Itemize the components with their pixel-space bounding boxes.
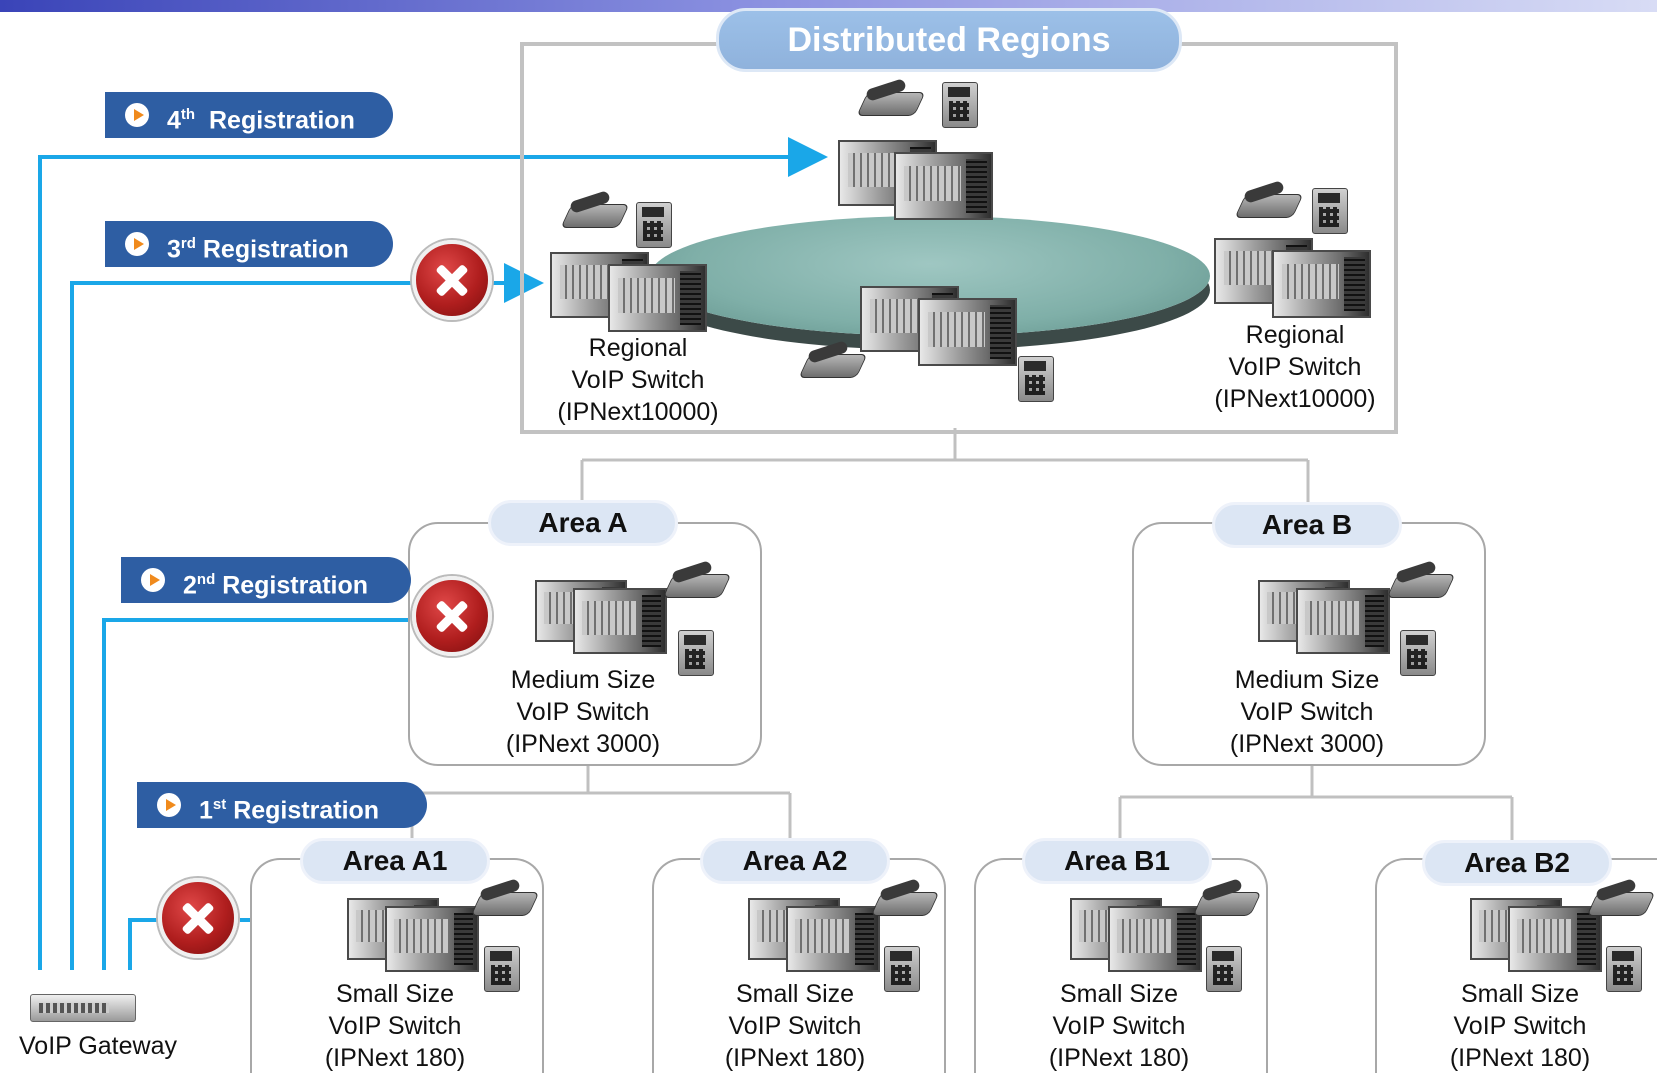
registration-4-tag: 4th Registration <box>105 92 393 138</box>
phone-icon <box>662 560 732 600</box>
area-b-title: Area B <box>1212 502 1402 548</box>
desk-phone-icon <box>678 630 714 676</box>
phone-icon <box>470 878 540 918</box>
switch-area-b-icon <box>1258 580 1408 680</box>
desk-phone-icon <box>1606 946 1642 992</box>
registration-1-tag: 1st Registration <box>137 782 427 828</box>
phone-icon <box>1586 878 1656 918</box>
desk-phone-icon <box>942 82 978 128</box>
switch-regional-center-icon <box>860 286 1017 386</box>
switch-area-a2-icon <box>748 898 898 998</box>
switch-area-b1-icon <box>1070 898 1220 998</box>
desk-phone-icon <box>1018 356 1054 402</box>
desk-phone-icon <box>1206 946 1242 992</box>
play-icon <box>125 232 149 256</box>
registration-2-tag: 2nd Registration <box>121 557 411 603</box>
switch-regional-right-icon <box>1214 238 1371 338</box>
registration-4-arrow <box>38 137 828 970</box>
failure-x-icon <box>158 878 238 958</box>
play-icon <box>141 568 165 592</box>
area-b2-title: Area B2 <box>1422 840 1612 886</box>
switch-regional-left-icon <box>550 252 707 352</box>
failure-x-icon <box>412 576 492 656</box>
distributed-regions-title: Distributed Regions <box>716 8 1182 72</box>
desk-phone-icon <box>636 202 672 248</box>
phone-icon <box>1192 878 1262 918</box>
registration-3-tag: 3rd Registration <box>105 221 393 267</box>
desk-phone-icon <box>1400 630 1436 676</box>
failure-x-icon <box>412 240 492 320</box>
switch-top-icon <box>838 140 993 240</box>
phone-icon <box>856 78 926 118</box>
phone-icon <box>1234 180 1304 220</box>
desk-phone-icon <box>1312 188 1348 234</box>
area-a-title: Area A <box>488 500 678 546</box>
top-banner <box>0 0 1657 12</box>
registration-3-arrow <box>70 283 536 970</box>
area-a1-title: Area A1 <box>300 838 490 884</box>
voip-gateway-icon <box>30 994 136 1022</box>
play-icon <box>125 103 149 127</box>
phone-icon <box>798 340 868 380</box>
switch-area-b2-icon <box>1470 898 1620 998</box>
area-a2-title: Area A2 <box>700 838 890 884</box>
switch-area-a-icon <box>535 580 685 680</box>
hierarchy-connectors <box>410 428 1514 842</box>
switch-area-a1-icon <box>347 898 497 998</box>
phone-icon <box>560 190 630 230</box>
play-icon <box>157 793 181 817</box>
area-b1-title: Area B1 <box>1022 838 1212 884</box>
phone-icon <box>1386 560 1456 600</box>
phone-icon <box>870 878 940 918</box>
voip-gateway-label: VoIP Gateway <box>19 1032 177 1060</box>
desk-phone-icon <box>884 946 920 992</box>
desk-phone-icon <box>484 946 520 992</box>
